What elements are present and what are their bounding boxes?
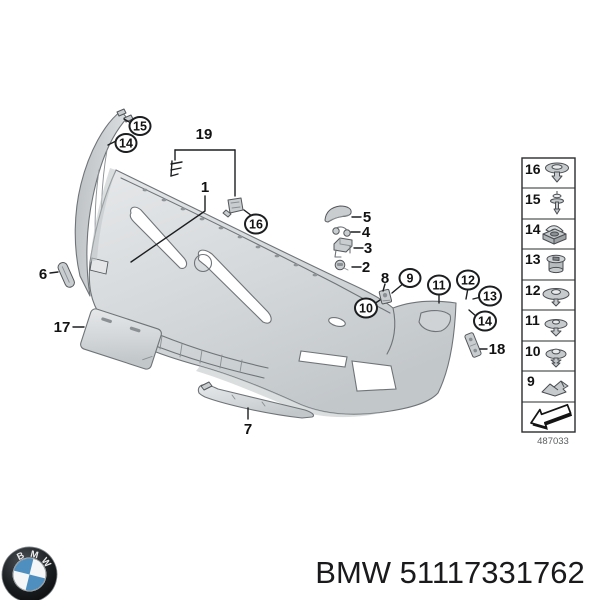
screw-rivet-icon — [550, 191, 564, 215]
callout-circle-11: 11 — [427, 274, 451, 296]
legend-11-label: 11 — [525, 312, 540, 328]
part-18-bracket — [464, 332, 482, 358]
part-3-holder-bracket — [333, 237, 353, 258]
part-7-spoiler-lip — [197, 381, 315, 419]
callout-3-label: 3 — [364, 240, 372, 257]
legend-row: 15 — [525, 191, 564, 215]
center-intake-opening — [197, 249, 272, 324]
washer-rivet-icon — [542, 288, 570, 307]
corner-mount-tab — [116, 108, 127, 117]
callouts: 15 14 19 1 16 5 4 3 2 6 17 8 9 10 11 — [39, 116, 506, 438]
front-bumper-drawing — [74, 108, 457, 418]
callout-2-label: 2 — [362, 259, 370, 276]
callout-12-label: 12 — [461, 274, 475, 288]
callout-18-label: 18 — [489, 341, 506, 358]
callout-5-label: 5 — [363, 209, 371, 226]
bumper-main-body — [88, 169, 457, 415]
callout-19-label: 19 — [196, 126, 213, 143]
callout-circle-12: 12 — [456, 269, 480, 291]
part-17-license-plate-base — [80, 308, 162, 370]
legend-row: 13 — [525, 251, 566, 274]
washer-jet-hole — [328, 317, 346, 327]
callout-circle-10: 10 — [354, 297, 378, 319]
fog-lamp-recess — [418, 310, 452, 333]
grommet-nut-icon — [546, 254, 566, 274]
part-19-clip-left — [170, 160, 183, 177]
left-intake-opening — [129, 206, 188, 269]
callout-circle-13: 13 — [478, 285, 502, 307]
legend-row: 16 — [525, 161, 569, 183]
bmw-logo: B M W — [1, 546, 58, 600]
part-19-clip-right — [222, 197, 244, 218]
legend-12-label: 12 — [525, 282, 541, 298]
emblem-recess — [193, 253, 213, 273]
callout-16-label: 16 — [249, 218, 263, 232]
legend-13-label: 13 — [525, 251, 541, 267]
logo-letter-m: M — [29, 549, 39, 562]
legend-10-label: 10 — [525, 343, 541, 359]
logo-letter-b: B — [15, 550, 26, 563]
legend-row: 9 — [527, 373, 569, 397]
callout-circle-14-left: 14 — [114, 133, 138, 153]
callout-10-label: 10 — [359, 302, 373, 316]
callout-17-label: 17 — [54, 319, 71, 336]
callout-8-label: 8 — [381, 270, 389, 287]
callout-14-left-label: 14 — [119, 137, 133, 151]
push-rivet-icon — [544, 319, 568, 337]
legend-15-label: 15 — [525, 191, 541, 207]
footer: B M W BMW 51117331762 — [1, 546, 585, 600]
callout-circle-14-right: 14 — [473, 310, 497, 332]
callout-15-label: 15 — [133, 120, 147, 134]
callout-1-label: 1 — [201, 179, 209, 196]
tow-eye-opening — [89, 257, 109, 275]
callout-4-label: 4 — [362, 224, 371, 241]
part-number-text: BMW 51117331762 — [315, 555, 584, 590]
cage-nut-icon — [542, 225, 567, 245]
legend-row: 14 — [525, 221, 567, 245]
callout-13-label: 13 — [483, 290, 497, 304]
legend-row: 11 — [525, 312, 568, 337]
legend-row: 10 — [525, 343, 567, 368]
callout-7-label: 7 — [244, 421, 252, 438]
part-6-tow-hook-cover — [57, 262, 75, 288]
drawing-code: 487033 — [537, 436, 569, 447]
callout-11-label: 11 — [432, 279, 445, 293]
expander-rivet-icon — [545, 348, 567, 368]
clamp-bracket-icon — [541, 380, 569, 397]
loose-parts — [57, 160, 482, 419]
lower-valance-ribs — [142, 329, 269, 379]
lower-grille-opening — [298, 350, 348, 368]
legend-16-label: 16 — [525, 161, 541, 177]
part-2-clip-nut — [334, 259, 349, 271]
legend-row: 12 — [525, 282, 570, 307]
bumper-left-corner-piece — [74, 110, 128, 297]
part-5-washer-cover — [324, 205, 352, 223]
callout-circle-15: 15 — [128, 116, 152, 136]
arrow-lower-left-icon — [530, 403, 573, 430]
callout-9-label: 9 — [407, 272, 414, 286]
legend-14-label: 14 — [525, 221, 541, 237]
brake-duct-opening — [351, 360, 397, 392]
fastener-legend-table: 16 15 14 13 — [521, 157, 576, 447]
callout-circle-16: 16 — [244, 213, 268, 235]
part-4-gasket — [332, 226, 351, 237]
callout-circle-9: 9 — [398, 268, 422, 288]
legend-9-label: 9 — [527, 373, 535, 389]
callout-14-right-label: 14 — [478, 315, 492, 329]
flange-bolt-holes — [142, 188, 318, 277]
expanding-rivet-icon — [545, 162, 569, 183]
callout-6-label: 6 — [39, 266, 47, 283]
